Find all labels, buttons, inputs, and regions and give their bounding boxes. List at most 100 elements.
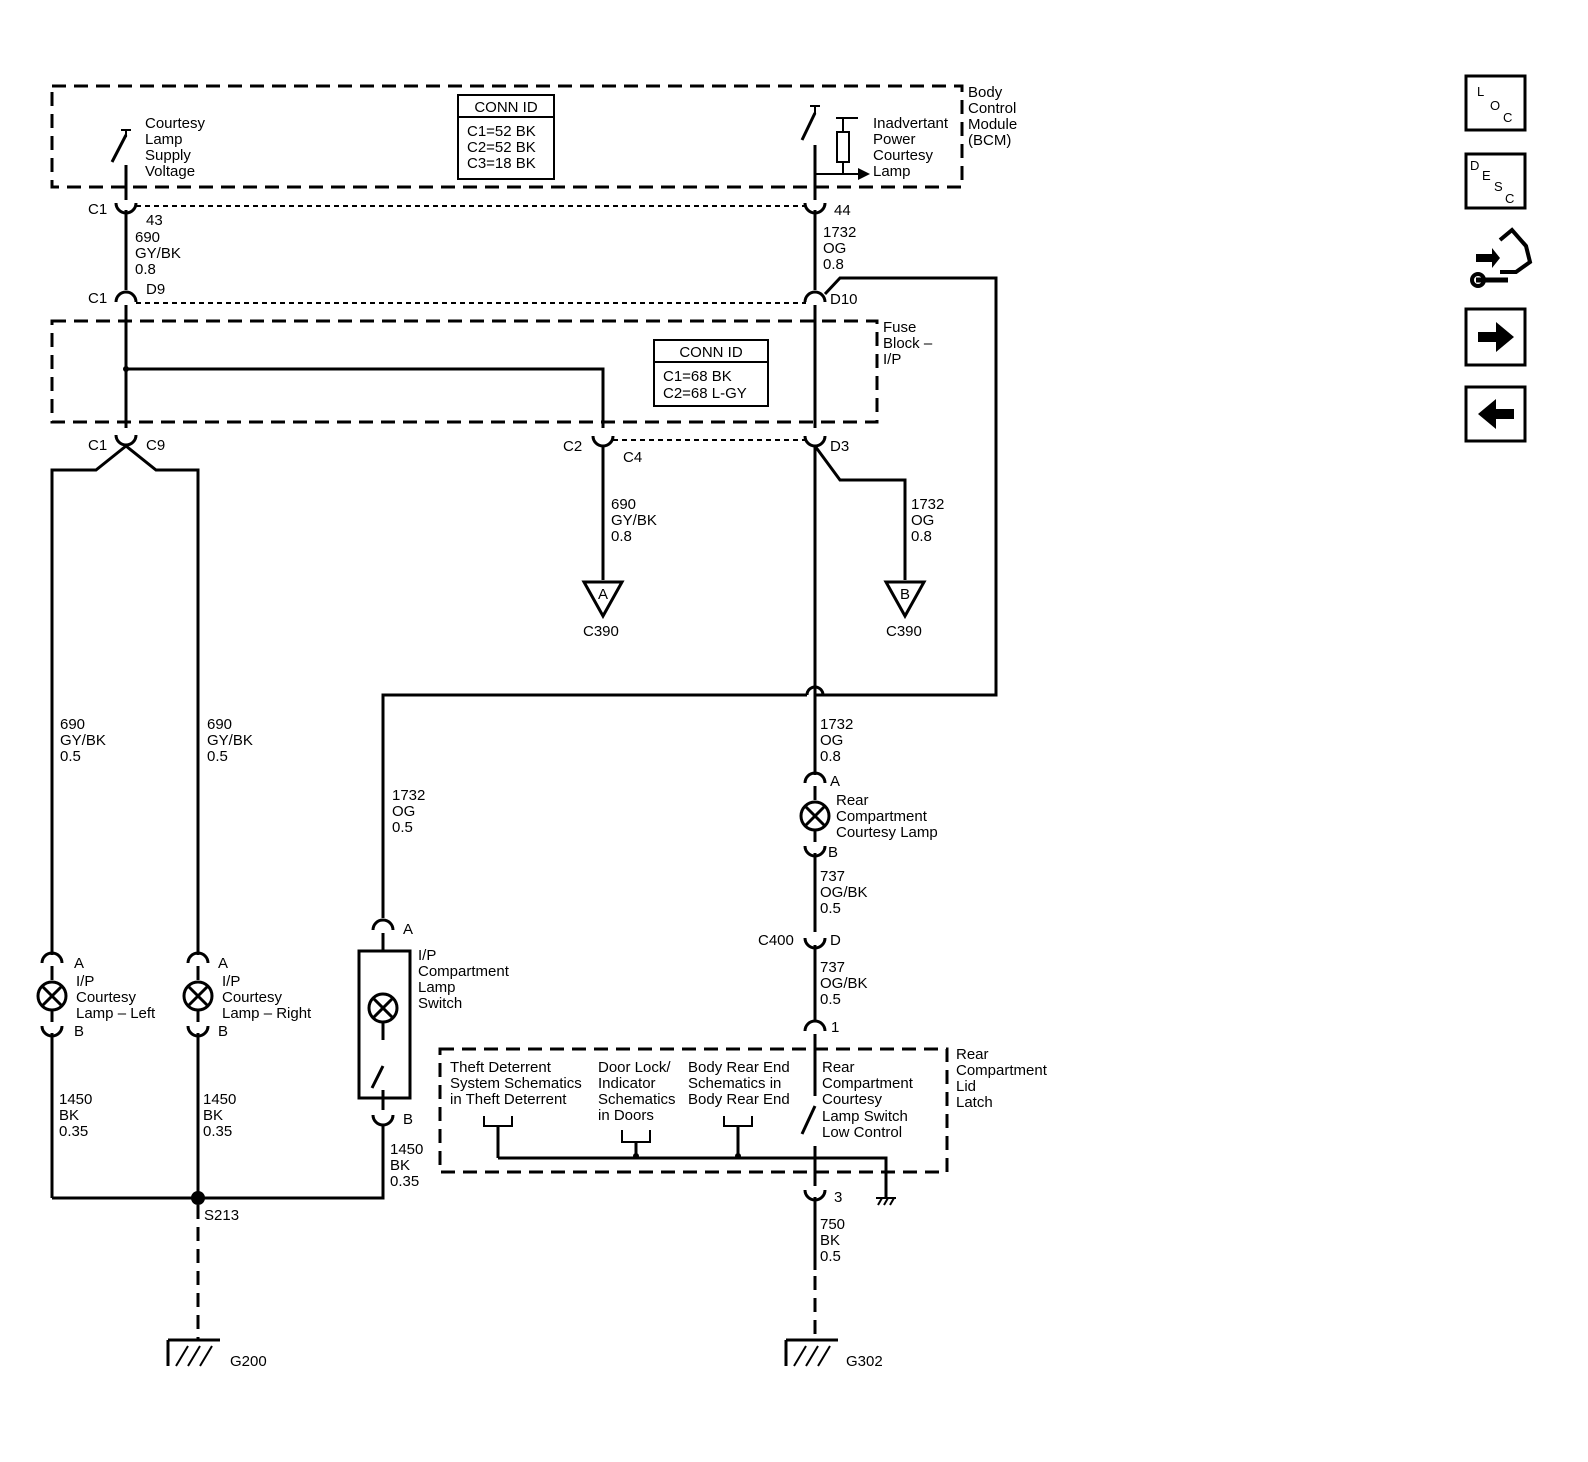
svg-text:OG: OG: [911, 512, 934, 529]
connector-tool-icon[interactable]: [1470, 227, 1533, 288]
pin-c1-lower: C1: [88, 437, 107, 454]
connector-latch-pin-3: [803, 1189, 827, 1270]
ip-compartment-lamp-switch: [357, 918, 412, 1127]
connector-c2-c4: [591, 435, 615, 580]
svg-text:Block –: Block –: [883, 335, 933, 352]
svg-text:I/P: I/P: [222, 973, 240, 990]
wire-label-1732-og-08-upper: 1732 OG 0.8: [823, 224, 856, 273]
connector-c1-44: [803, 202, 827, 290]
svg-text:0.5: 0.5: [820, 1248, 841, 1265]
rear-compartment-lamp-switch: [800, 1060, 817, 1186]
svg-text:C1=68 BK: C1=68 BK: [663, 368, 732, 385]
svg-text:I/P: I/P: [418, 947, 436, 964]
body-rear-ref: [723, 1116, 753, 1158]
pin-d3: D3: [830, 438, 849, 455]
ground-g200: [166, 1338, 220, 1367]
wire-1732-bypass-loop: [815, 276, 998, 697]
svg-text:BK: BK: [59, 1107, 79, 1124]
svg-text:Lamp – Right: Lamp – Right: [222, 1005, 312, 1022]
svg-text:CONN ID: CONN ID: [679, 344, 743, 361]
pin-b-lamp-left: B: [74, 1023, 84, 1040]
svg-text:Switch: Switch: [418, 995, 462, 1012]
wire-label-1450-bk-right: 1450 BK 0.35: [203, 1091, 236, 1140]
pin-d-c400: D: [830, 932, 841, 949]
pin-1: 1: [831, 1019, 839, 1036]
desc-button[interactable]: D E S C: [1464, 152, 1527, 210]
svg-text:Lamp: Lamp: [873, 163, 911, 180]
svg-text:Module: Module: [968, 116, 1017, 133]
svg-text:0.5: 0.5: [392, 819, 413, 836]
courtesy-supply-switch: [110, 129, 131, 200]
svg-text:Supply: Supply: [145, 147, 191, 164]
ref-c390-b: B: [883, 580, 927, 620]
svg-text:Compartment: Compartment: [822, 1075, 914, 1092]
bcm-outline: [50, 84, 964, 189]
connector-d10: [803, 290, 827, 428]
svg-text:Theft Deterrent: Theft Deterrent: [450, 1059, 552, 1076]
inadvertant-power-label: Inadvertant Power Courtesy Lamp: [873, 115, 949, 180]
pin-a-lamp-left: A: [74, 955, 84, 972]
theft-deterrent-label: Theft Deterrent System Schematics in The…: [450, 1059, 582, 1108]
arrow-left-icon[interactable]: [1464, 385, 1527, 443]
svg-text:Indicator: Indicator: [598, 1075, 656, 1092]
splice-s213-label: S213: [204, 1207, 239, 1224]
wire-label-690-gybk-05-left: 690 GY/BK 0.5: [60, 716, 106, 765]
svg-text:750: 750: [820, 1216, 845, 1233]
svg-text:A: A: [598, 586, 608, 603]
wire-crossover-hop: [805, 685, 825, 696]
ip-courtesy-lamp-left-label: I/P Courtesy Lamp – Left: [76, 973, 156, 1022]
svg-text:1450: 1450: [203, 1091, 236, 1108]
svg-text:Body Rear End: Body Rear End: [688, 1059, 790, 1076]
wire-690-to-c4: [126, 367, 605, 428]
svg-text:0.8: 0.8: [135, 261, 156, 278]
pin-c9: C9: [146, 437, 165, 454]
svg-text:BK: BK: [820, 1232, 840, 1249]
inadvertant-power-switch: [800, 105, 870, 200]
svg-text:C2=52 BK: C2=52 BK: [467, 139, 536, 156]
svg-text:Schematics: Schematics: [598, 1091, 676, 1108]
pin-3: 3: [834, 1189, 842, 1206]
wire-label-1450-bk-left: 1450 BK 0.35: [59, 1091, 92, 1140]
conn-id-fuse: CONN ID C1=68 BK C2=68 L-GY: [653, 339, 769, 407]
svg-text:Lamp Switch: Lamp Switch: [822, 1108, 908, 1125]
ground-latch-chassis: [876, 1197, 896, 1206]
connector-c1-c9: [114, 434, 138, 447]
svg-text:0.5: 0.5: [60, 748, 81, 765]
svg-text:Door Lock/: Door Lock/: [598, 1059, 671, 1076]
svg-text:737: 737: [820, 868, 845, 885]
svg-text:0.8: 0.8: [823, 256, 844, 273]
svg-text:0.35: 0.35: [203, 1123, 232, 1140]
pin-a-lamp-right: A: [218, 955, 228, 972]
svg-text:Courtesy: Courtesy: [145, 115, 206, 132]
svg-text:GY/BK: GY/BK: [135, 245, 181, 262]
svg-text:Inadvertant: Inadvertant: [873, 115, 949, 132]
body-rear-label: Body Rear End Schematics in Body Rear En…: [688, 1059, 790, 1108]
svg-text:OG: OG: [820, 732, 843, 749]
wire-label-750-bk-05: 750 BK 0.5: [820, 1216, 845, 1265]
pin-44: 44: [834, 202, 851, 219]
connector-c400-d: [803, 937, 827, 1020]
svg-text:I/P: I/P: [883, 351, 901, 368]
svg-text:737: 737: [820, 959, 845, 976]
svg-text:Courtesy: Courtesy: [76, 989, 137, 1006]
wire-label-690-gybk-08-upper: 690 GY/BK 0.8: [135, 229, 181, 278]
svg-text:C2=68 L-GY: C2=68 L-GY: [663, 385, 747, 402]
wire-label-1450-bk-switch: 1450 BK 0.35: [390, 1141, 423, 1190]
arrow-right-icon[interactable]: [1464, 307, 1527, 367]
rear-compartment-lamp-switch-label: Rear Compartment Courtesy Lamp Switch Lo…: [822, 1059, 914, 1141]
ground-g302-label: G302: [846, 1353, 883, 1370]
svg-text:0.5: 0.5: [820, 900, 841, 917]
loc-button[interactable]: L O C: [1464, 74, 1527, 132]
ref-c390-b-label: C390: [886, 623, 922, 640]
wire-1732-to-ip-switch: [381, 693, 807, 918]
svg-text:0.8: 0.8: [820, 748, 841, 765]
svg-text:Compartment: Compartment: [956, 1062, 1048, 1079]
svg-text:0.35: 0.35: [59, 1123, 88, 1140]
connector-c1-d9: [114, 290, 138, 318]
svg-text:E: E: [1482, 168, 1491, 183]
svg-text:C: C: [1505, 191, 1514, 206]
svg-text:1732: 1732: [911, 496, 944, 513]
connector-c1-43: [114, 202, 138, 220]
conn-id-bcm: CONN ID C1=52 BK C2=52 BK C3=18 BK: [457, 94, 555, 180]
svg-text:Schematics in: Schematics in: [688, 1075, 781, 1092]
